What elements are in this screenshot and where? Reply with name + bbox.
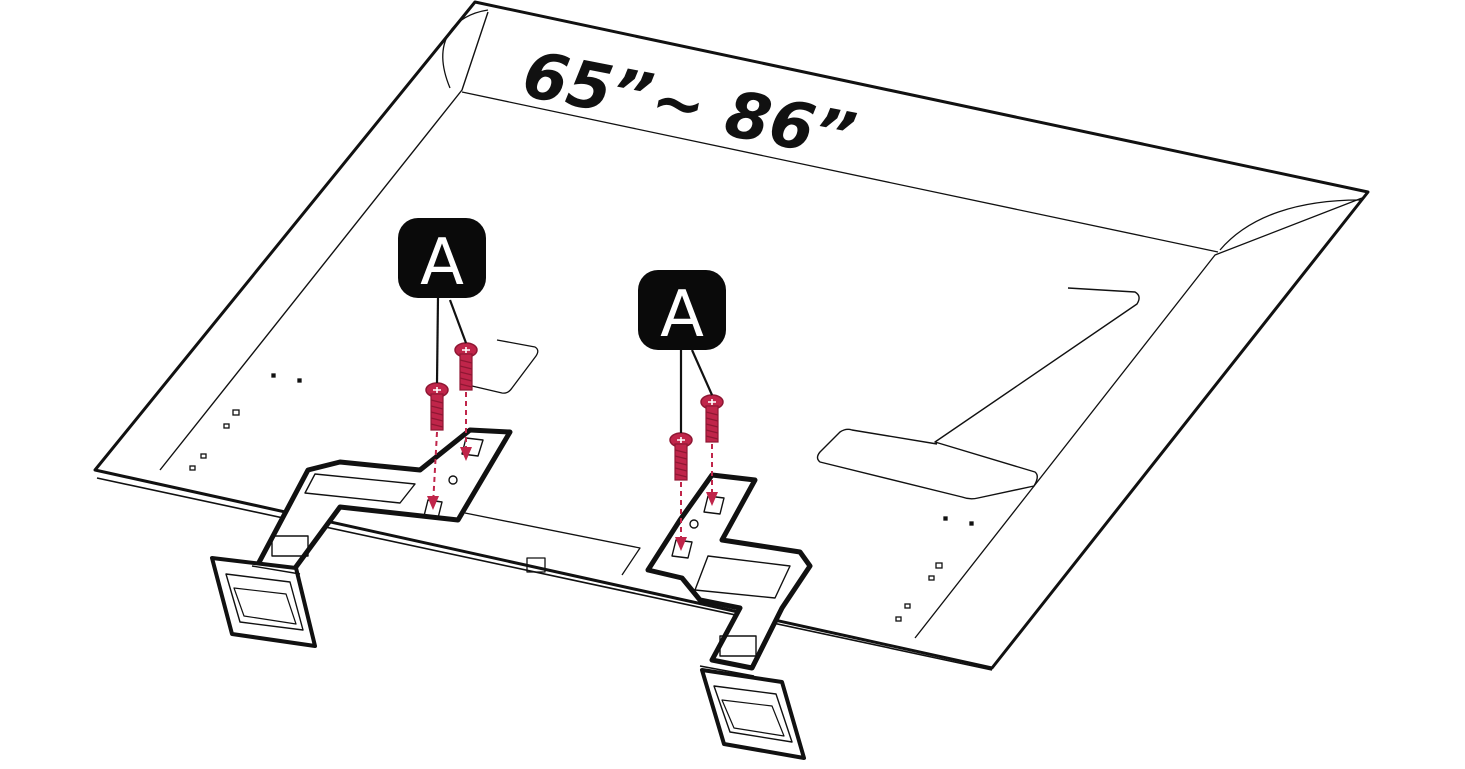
right-stand <box>645 472 813 760</box>
left-bracket-pin <box>448 475 458 485</box>
right-bracket-pin <box>689 519 699 529</box>
guide-arrowheads <box>427 447 718 551</box>
label-leaders <box>435 295 714 433</box>
left-stand-inner <box>304 473 416 504</box>
right-bracket-hole1 <box>703 495 725 515</box>
tv-front-thickness <box>96 477 993 671</box>
left-bracket-hole2 <box>423 499 443 519</box>
left-foot <box>210 556 317 648</box>
right-stand-inner <box>694 555 791 599</box>
left-stand-slot <box>271 535 309 557</box>
part-label-right-text: A <box>660 278 704 352</box>
tv-rear-recess <box>816 287 1140 500</box>
part-label-right-bg <box>638 270 726 350</box>
part-label-left-text: A <box>420 226 464 300</box>
tv-bottom-lip <box>464 512 641 576</box>
tv-inner-frame <box>159 11 489 471</box>
right-foot <box>700 668 806 760</box>
left-stand-hinge <box>251 565 301 575</box>
left-foot-inner <box>225 573 304 631</box>
arrowhead-left-1 <box>427 496 439 510</box>
right-foot-inner <box>713 685 793 743</box>
part-label-right: A <box>638 270 726 352</box>
arrowhead-right-1 <box>675 537 687 551</box>
leader-right-2 <box>690 349 714 396</box>
right-bracket-hole2 <box>671 539 693 559</box>
left-foot-inner2 <box>233 587 297 625</box>
left-stand <box>210 427 513 648</box>
tv-port-cover <box>471 339 539 394</box>
tv-holes <box>189 373 974 622</box>
tv-corner-curve-right <box>1219 199 1361 251</box>
tv-bottom-button <box>526 557 546 573</box>
part-label-left: A <box>398 218 486 300</box>
right-stand-slot <box>719 635 757 657</box>
leader-left-2 <box>448 299 468 344</box>
right-stand-hinge <box>699 665 755 677</box>
arrowhead-left-2 <box>460 447 472 461</box>
guide-left-1 <box>432 431 438 506</box>
right-foot-inner2 <box>721 699 785 737</box>
tv-inner-bottom <box>914 197 1363 639</box>
leader-left-1 <box>435 295 440 384</box>
tv-corner-curve-top <box>442 9 489 89</box>
tv-top-inner-line <box>461 91 1219 253</box>
insertion-guides <box>432 392 713 545</box>
arrowhead-right-2 <box>706 492 718 506</box>
part-label-left-bg <box>398 218 486 298</box>
right-stand-body <box>645 472 813 671</box>
